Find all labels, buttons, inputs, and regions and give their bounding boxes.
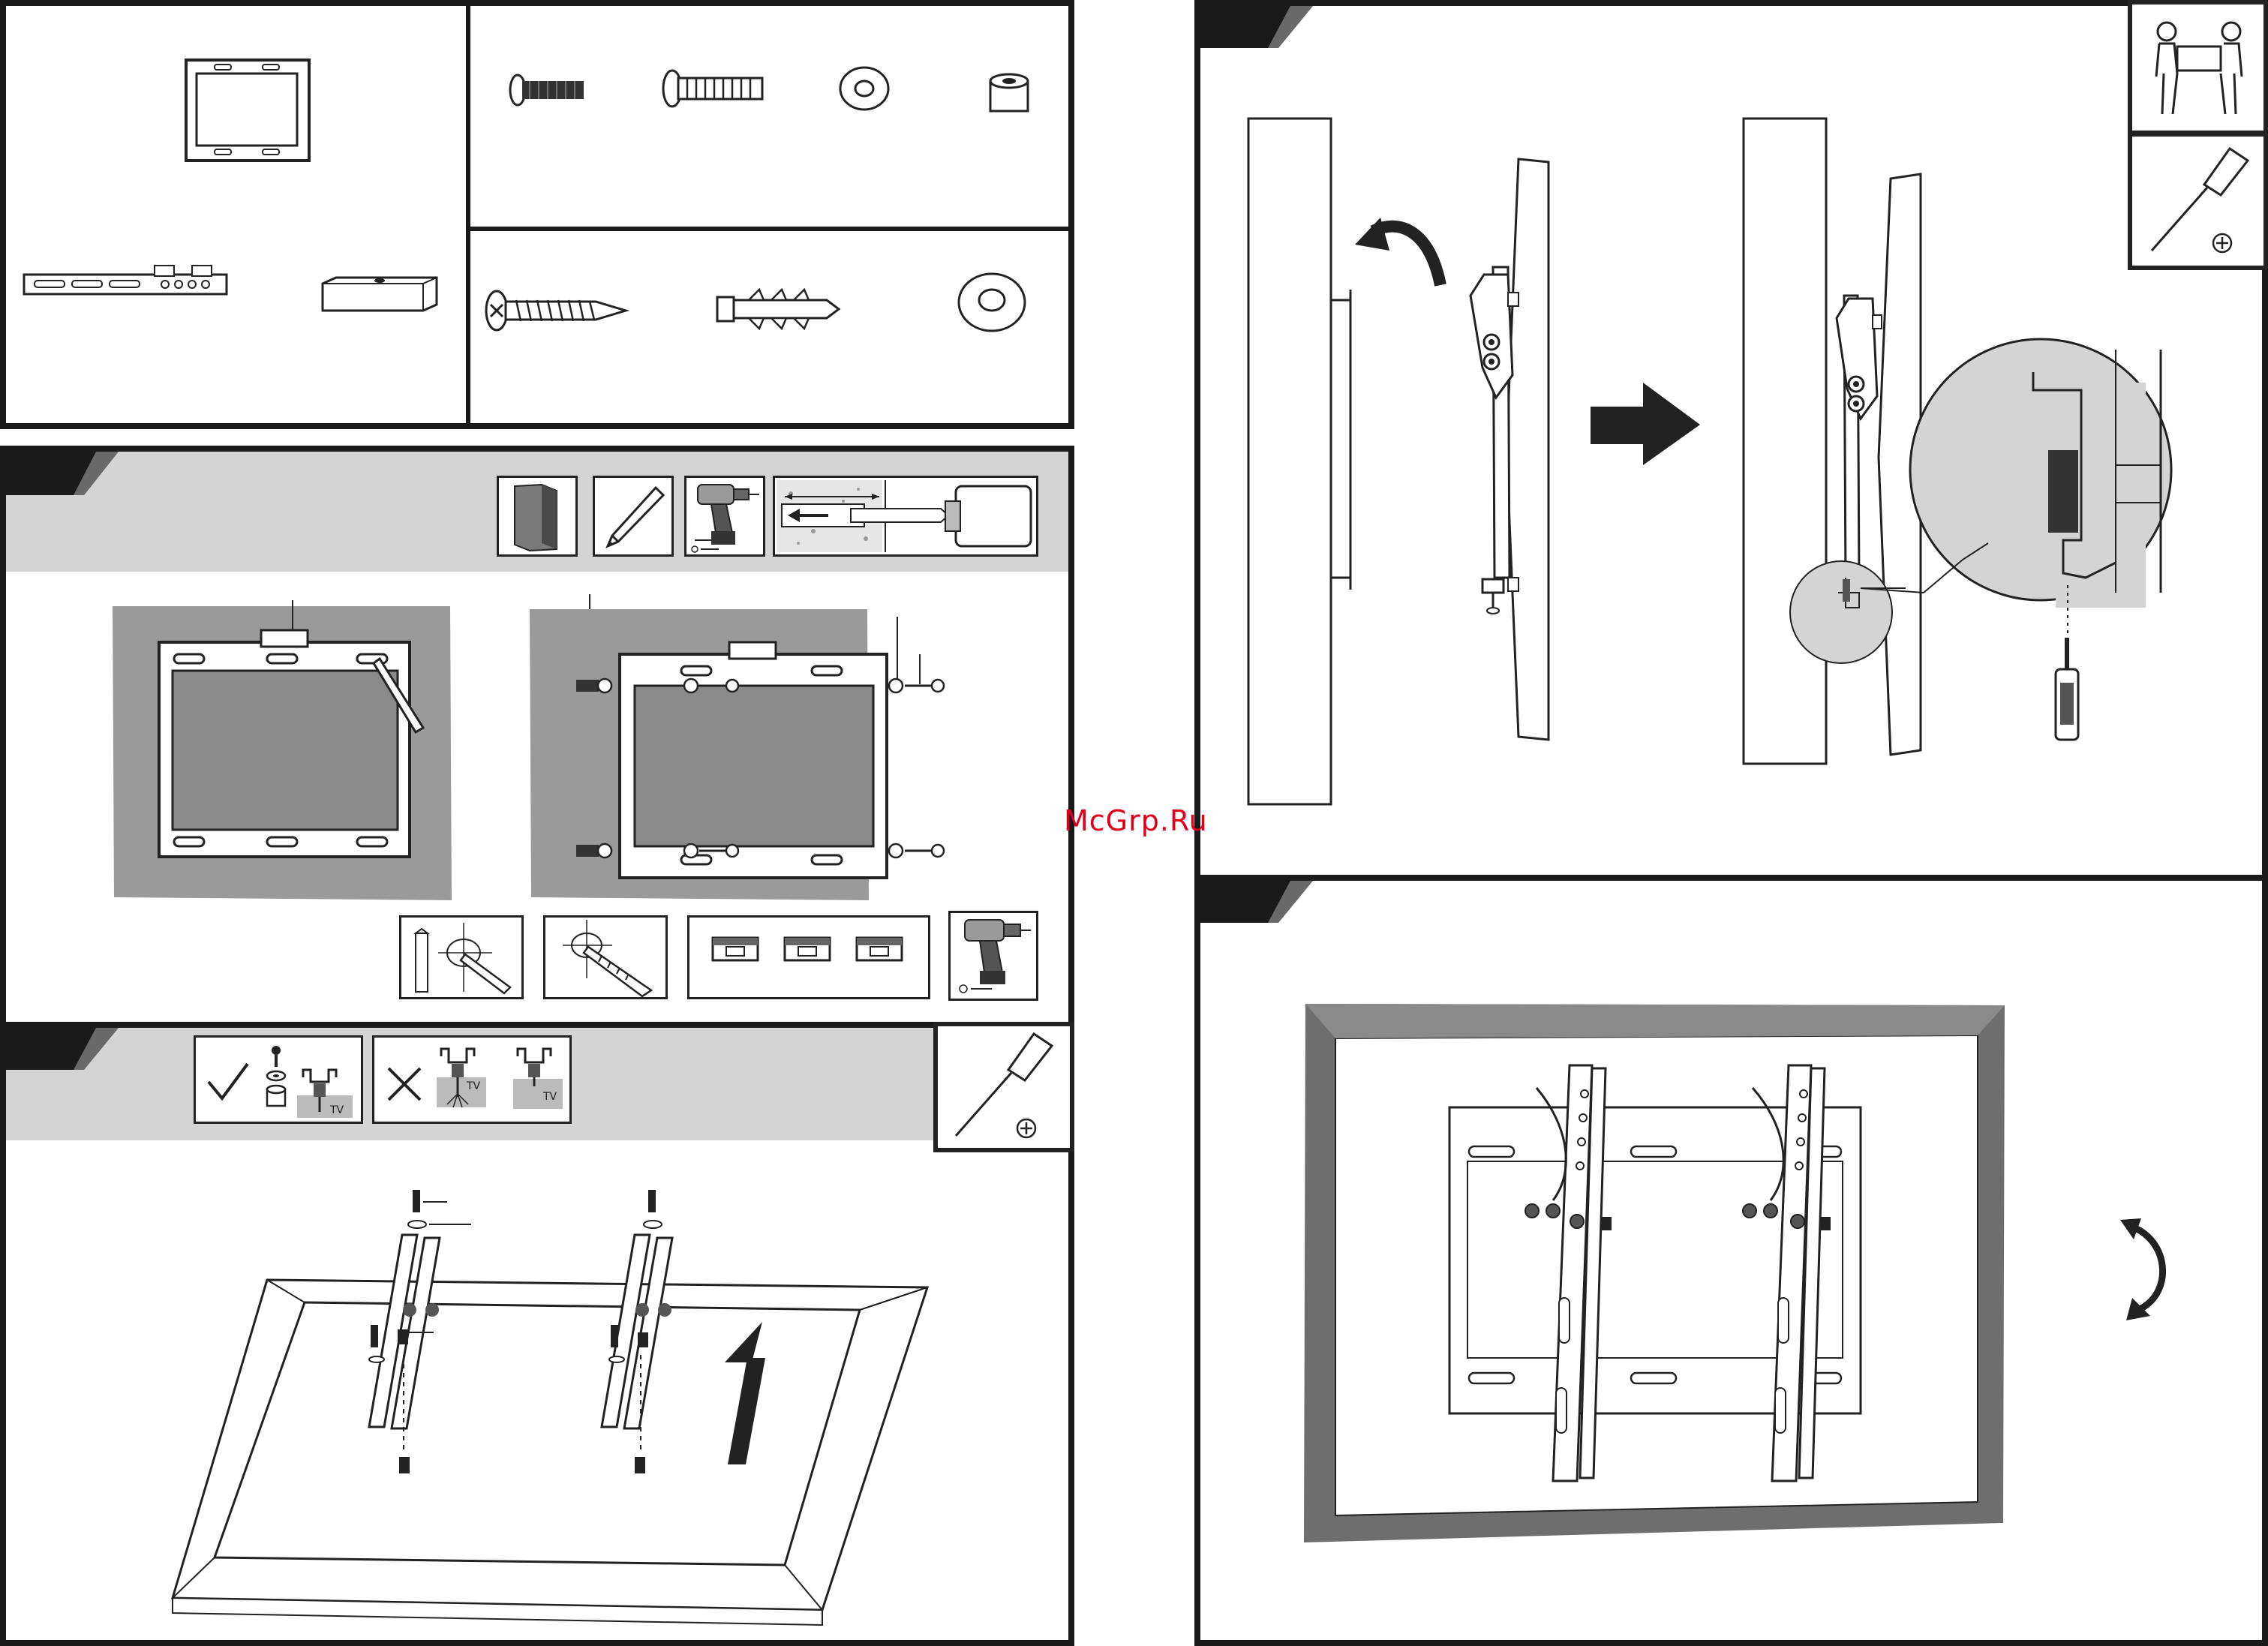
wall-plate-part (185, 59, 312, 164)
parts-dividers (0, 0, 1074, 429)
lock-tv-illustration (1741, 113, 2236, 773)
short-bolt-part (507, 72, 590, 110)
long-bolt-part (660, 68, 765, 110)
small-washer-part (837, 65, 891, 113)
tilt-rotate-arrow-icon (2116, 1215, 2183, 1320)
phillips-screwdriver-icon (947, 1031, 1064, 1143)
step-number-tab-2 (6, 1028, 119, 1070)
pencil-mark-icon (405, 918, 518, 996)
step-number-tab-3 (1200, 6, 1313, 48)
watermark-text: McGrp.Ru (1064, 804, 1208, 837)
check-mark-icon (206, 1059, 251, 1104)
wall-marking-illustration (113, 600, 458, 908)
tv-back-bracket-illustration (170, 1175, 935, 1617)
tv-label-ok: TV (330, 1104, 344, 1116)
wall-anchor-part (714, 285, 842, 333)
drill-bit-mark-icon (549, 918, 662, 996)
mounted-tv-illustration (1298, 998, 2011, 1553)
tv-label-bad-1: TV (467, 1080, 480, 1092)
wood-screw-part (483, 288, 630, 333)
wall-surface-icon (512, 482, 564, 552)
two-person-lift-icon (2143, 17, 2255, 122)
power-drill-icon-2 (954, 914, 1034, 996)
tv-label-bad-2: TV (543, 1091, 557, 1103)
hook-tv-illustration (1245, 113, 1666, 810)
pencil-icon (600, 483, 666, 551)
step-number-tab-1 (6, 452, 119, 495)
sleeve-spacer-part (987, 72, 1032, 117)
spacer-block-part (321, 276, 441, 314)
drill-depth-diagram (776, 479, 1035, 554)
tilt-arm-part (23, 264, 233, 305)
wall-screwing-illustration (530, 594, 950, 909)
incorrect-screw-no-spacer (507, 1044, 567, 1112)
step-number-tab-4 (1200, 881, 1313, 923)
incorrect-screw-too-long (431, 1044, 491, 1112)
power-drill-icon (689, 479, 761, 554)
cross-mark-icon (386, 1065, 423, 1103)
large-washer-part (954, 270, 1029, 335)
spirit-level-icon (710, 933, 912, 971)
